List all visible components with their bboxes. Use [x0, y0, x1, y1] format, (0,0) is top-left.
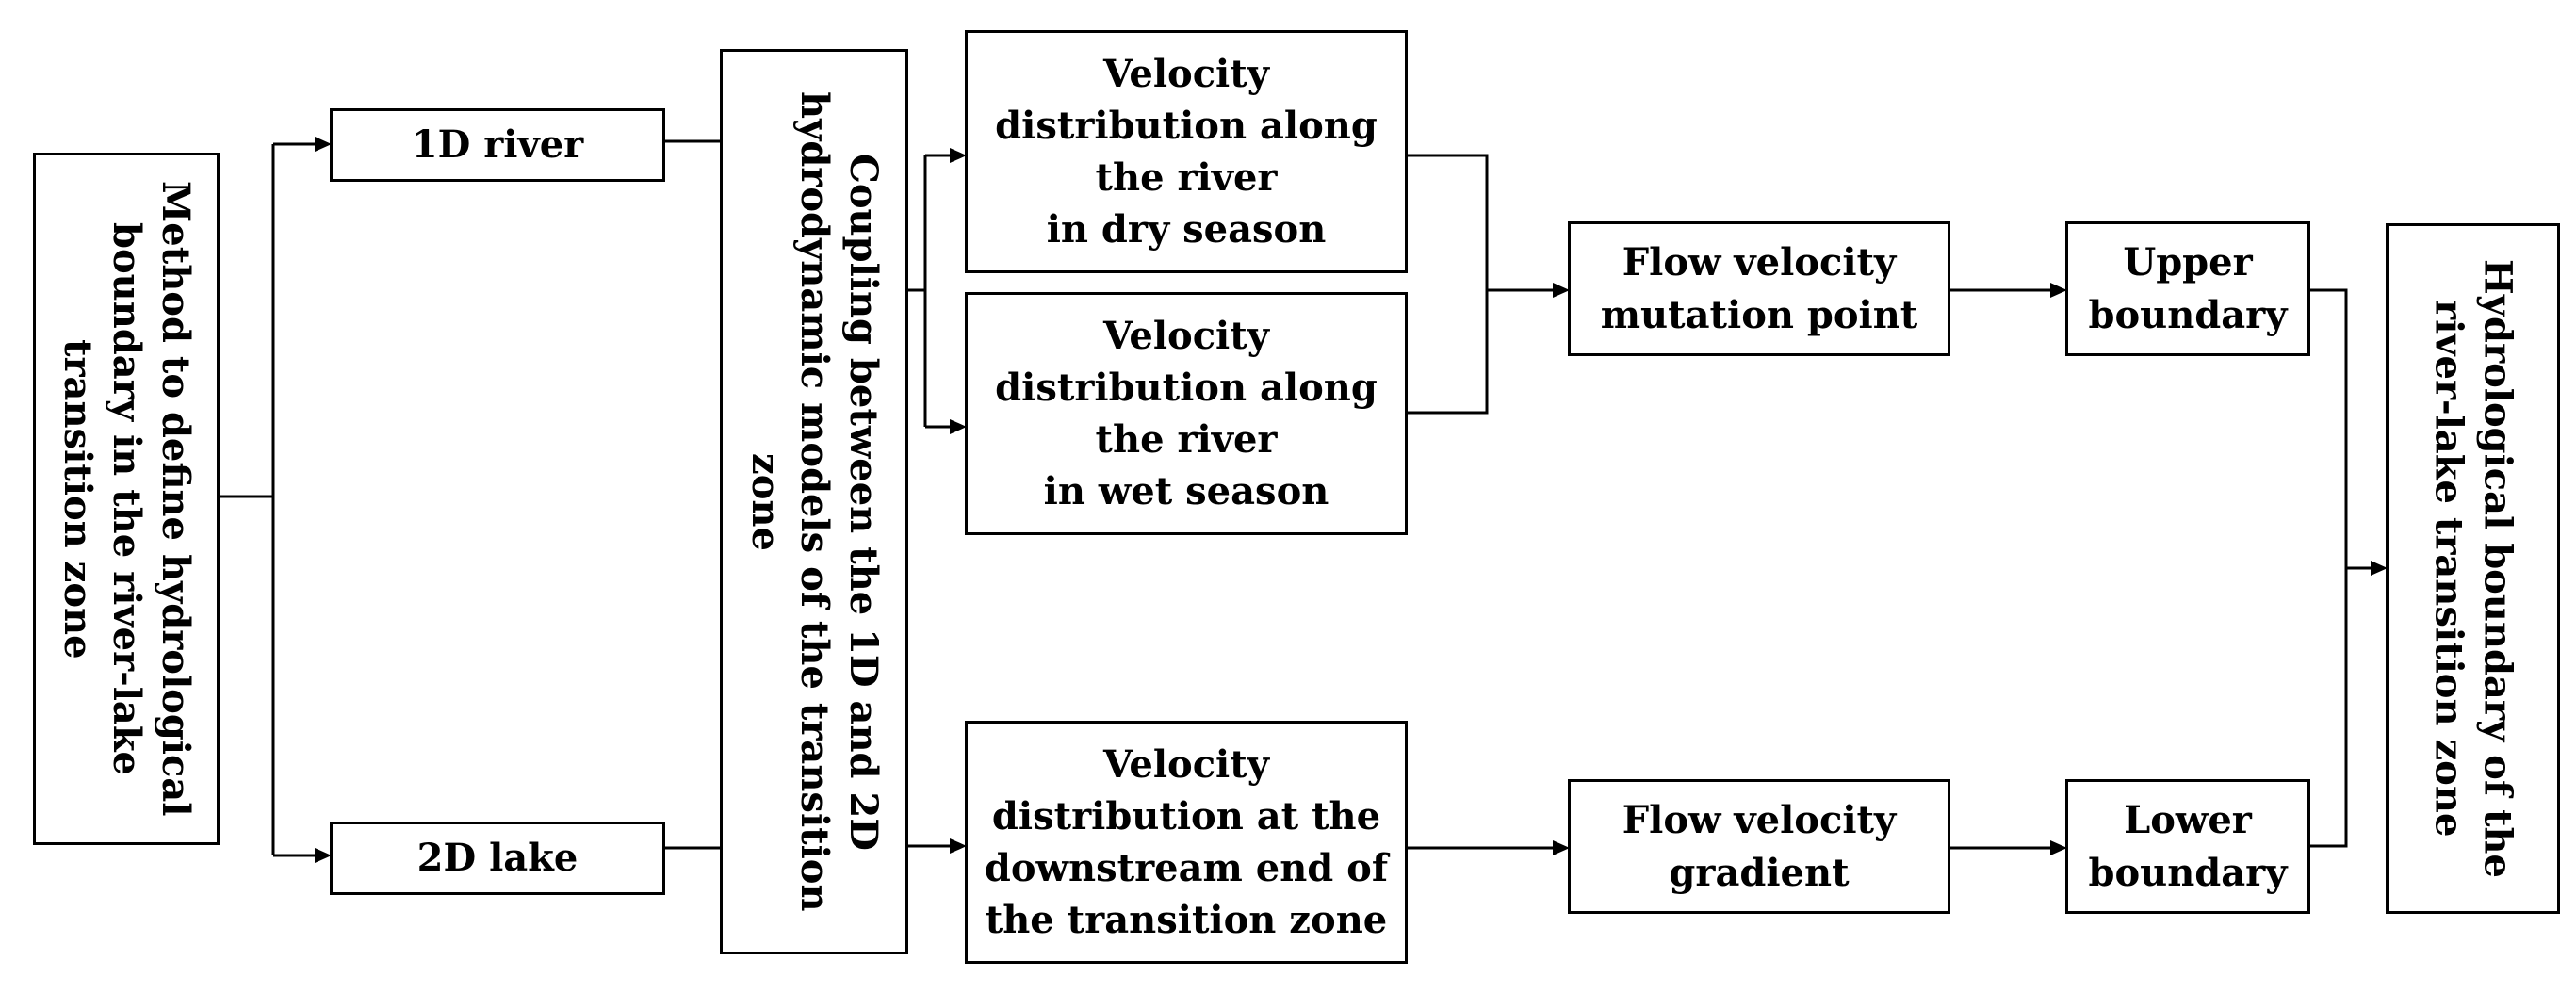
- arrowhead-1d-river: [315, 137, 332, 152]
- river-1d-label: 1D river: [411, 122, 584, 168]
- arrowhead-downstream: [950, 838, 967, 854]
- arrowhead-lower: [2050, 840, 2067, 855]
- arrowhead-wet: [950, 419, 967, 434]
- edge-dry-to-merge: [1406, 154, 1489, 415]
- arrowhead-upper: [2050, 283, 2067, 298]
- arrowhead-mutation: [1553, 283, 1570, 298]
- lake-2d-label: 2D lake: [416, 836, 579, 881]
- arrowhead-dry: [950, 148, 967, 163]
- lake-2d-box: 2D lake: [330, 822, 665, 895]
- river-1d-box: 1D river: [330, 108, 665, 182]
- arrowhead-gradient: [1553, 840, 1570, 855]
- arrowhead-2d-lake: [315, 848, 332, 863]
- edge-upper-lower-merge: [2308, 288, 2348, 848]
- arrowhead-final: [2371, 561, 2388, 576]
